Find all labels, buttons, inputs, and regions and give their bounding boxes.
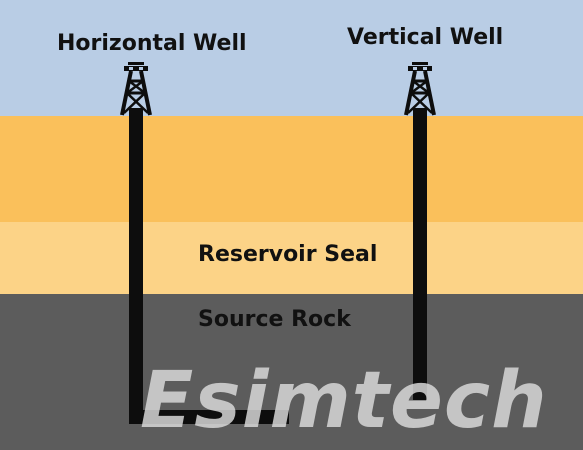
oil-derrick-icon: [119, 60, 153, 116]
source-rock-layer: [0, 294, 583, 450]
sky-layer: [0, 0, 583, 116]
oil-derrick-icon: [403, 60, 437, 116]
reservoir-seal-label: Reservoir Seal: [198, 242, 378, 267]
horizontal-well-vertical-section: [129, 108, 143, 424]
watermark: Esimtech: [140, 356, 548, 446]
reservoir-seal-layer: [0, 222, 583, 294]
vertical-well-label: Vertical Well: [347, 25, 504, 50]
vertical-well-bore: [413, 108, 427, 400]
horizontal-well-label: Horizontal Well: [57, 31, 247, 56]
source-rock-label: Source Rock: [198, 307, 351, 332]
upper-rock-layer: [0, 116, 583, 222]
horizontal-well-lateral-section: [129, 410, 289, 424]
